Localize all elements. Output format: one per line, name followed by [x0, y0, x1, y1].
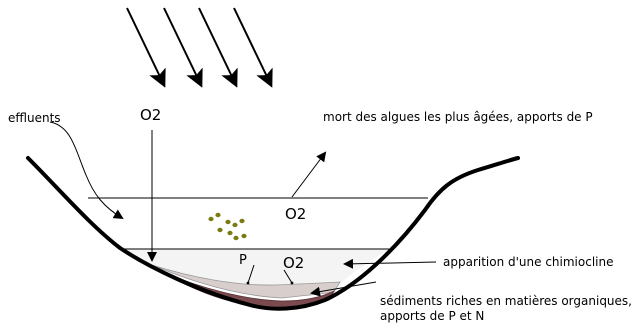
sediments-arrow	[310, 281, 377, 297]
oxygen-top-label: O2	[140, 106, 161, 124]
algae-dot	[227, 230, 233, 236]
algae-death-label: mort des algues les plus âgées, apports …	[323, 110, 593, 124]
chemocline-label: apparition d'une chimiocline	[443, 255, 614, 269]
chemocline-arrow	[343, 258, 437, 269]
o2-pointer	[283, 269, 293, 284]
algae-dot	[208, 216, 214, 222]
hypolimnion-layer	[122, 249, 389, 287]
oxygen-surface-label: O2	[285, 205, 306, 223]
oxygen-bottom-label: O2	[283, 254, 304, 272]
sunlight-arrows	[126, 7, 273, 88]
sun-arrow-2	[163, 7, 203, 88]
sun-arrow-4	[233, 7, 273, 88]
algae-cluster	[208, 212, 247, 241]
algae-dot	[232, 222, 238, 228]
phosphorus-label: P	[239, 253, 247, 268]
p-pointer	[247, 264, 255, 284]
algae-dot	[233, 235, 239, 241]
lake-basin-outline	[26, 156, 520, 311]
sediments-label-line2: apports de P et N	[380, 309, 484, 323]
sediments-label-line1: sédiments riches en matières organiques,	[380, 294, 632, 308]
sun-arrow-1	[126, 7, 166, 88]
sun-arrow-3	[198, 7, 238, 88]
algae-dot	[217, 227, 223, 233]
algae-dot	[241, 233, 247, 239]
algae-dot	[225, 219, 231, 225]
effluents-label: effluents	[8, 111, 61, 125]
algae-dot	[215, 212, 221, 218]
effluents-arrow	[49, 121, 124, 220]
p-pointer-dot	[246, 281, 250, 285]
o2-pointer-dot	[290, 281, 294, 285]
algae-death-arrow	[291, 151, 327, 198]
sediment-light-layer	[151, 264, 341, 299]
algae-dot	[239, 218, 245, 224]
